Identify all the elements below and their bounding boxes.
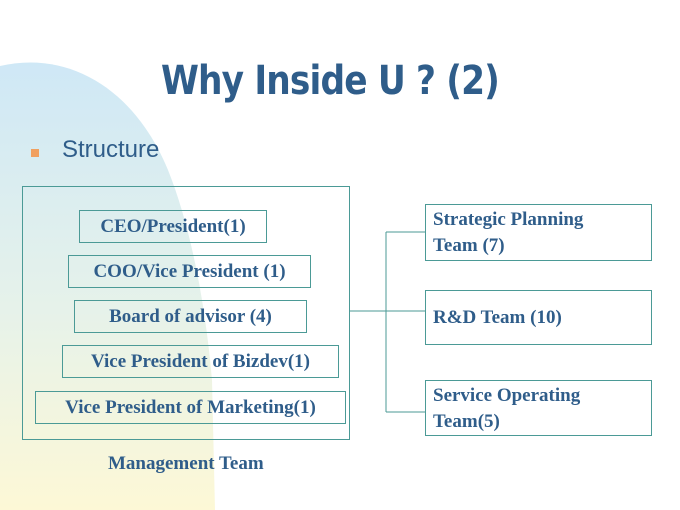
slide-title: Why Inside U ? (2) [160,58,500,104]
team-label-line: Service Operating [433,385,581,406]
strategic-planning-team-box: Strategic Planning Team (7) [425,204,652,261]
team-label-line: Strategic Planning [433,209,584,230]
team-label-line: R&D Team (10) [433,306,562,328]
rd-team-box: R&D Team (10) [425,290,652,345]
ceo-box: CEO/President(1) [79,210,267,243]
service-operating-team-box: Service Operating Team(5) [425,380,652,436]
team-label-line: Team(5) [433,411,500,432]
management-team-box [22,186,350,440]
vp-marketing-box: Vice President of Marketing(1) [35,391,346,424]
vp-bizdev-box: Vice President of Bizdev(1) [62,345,339,378]
section-heading: Structure [62,136,160,163]
team-label-line: Team (7) [433,235,505,256]
board-of-advisor-box: Board of advisor (4) [74,300,307,333]
management-team-caption: Management Team [108,453,264,474]
bullet-square-icon [31,149,39,157]
coo-box: COO/Vice President (1) [68,255,311,288]
